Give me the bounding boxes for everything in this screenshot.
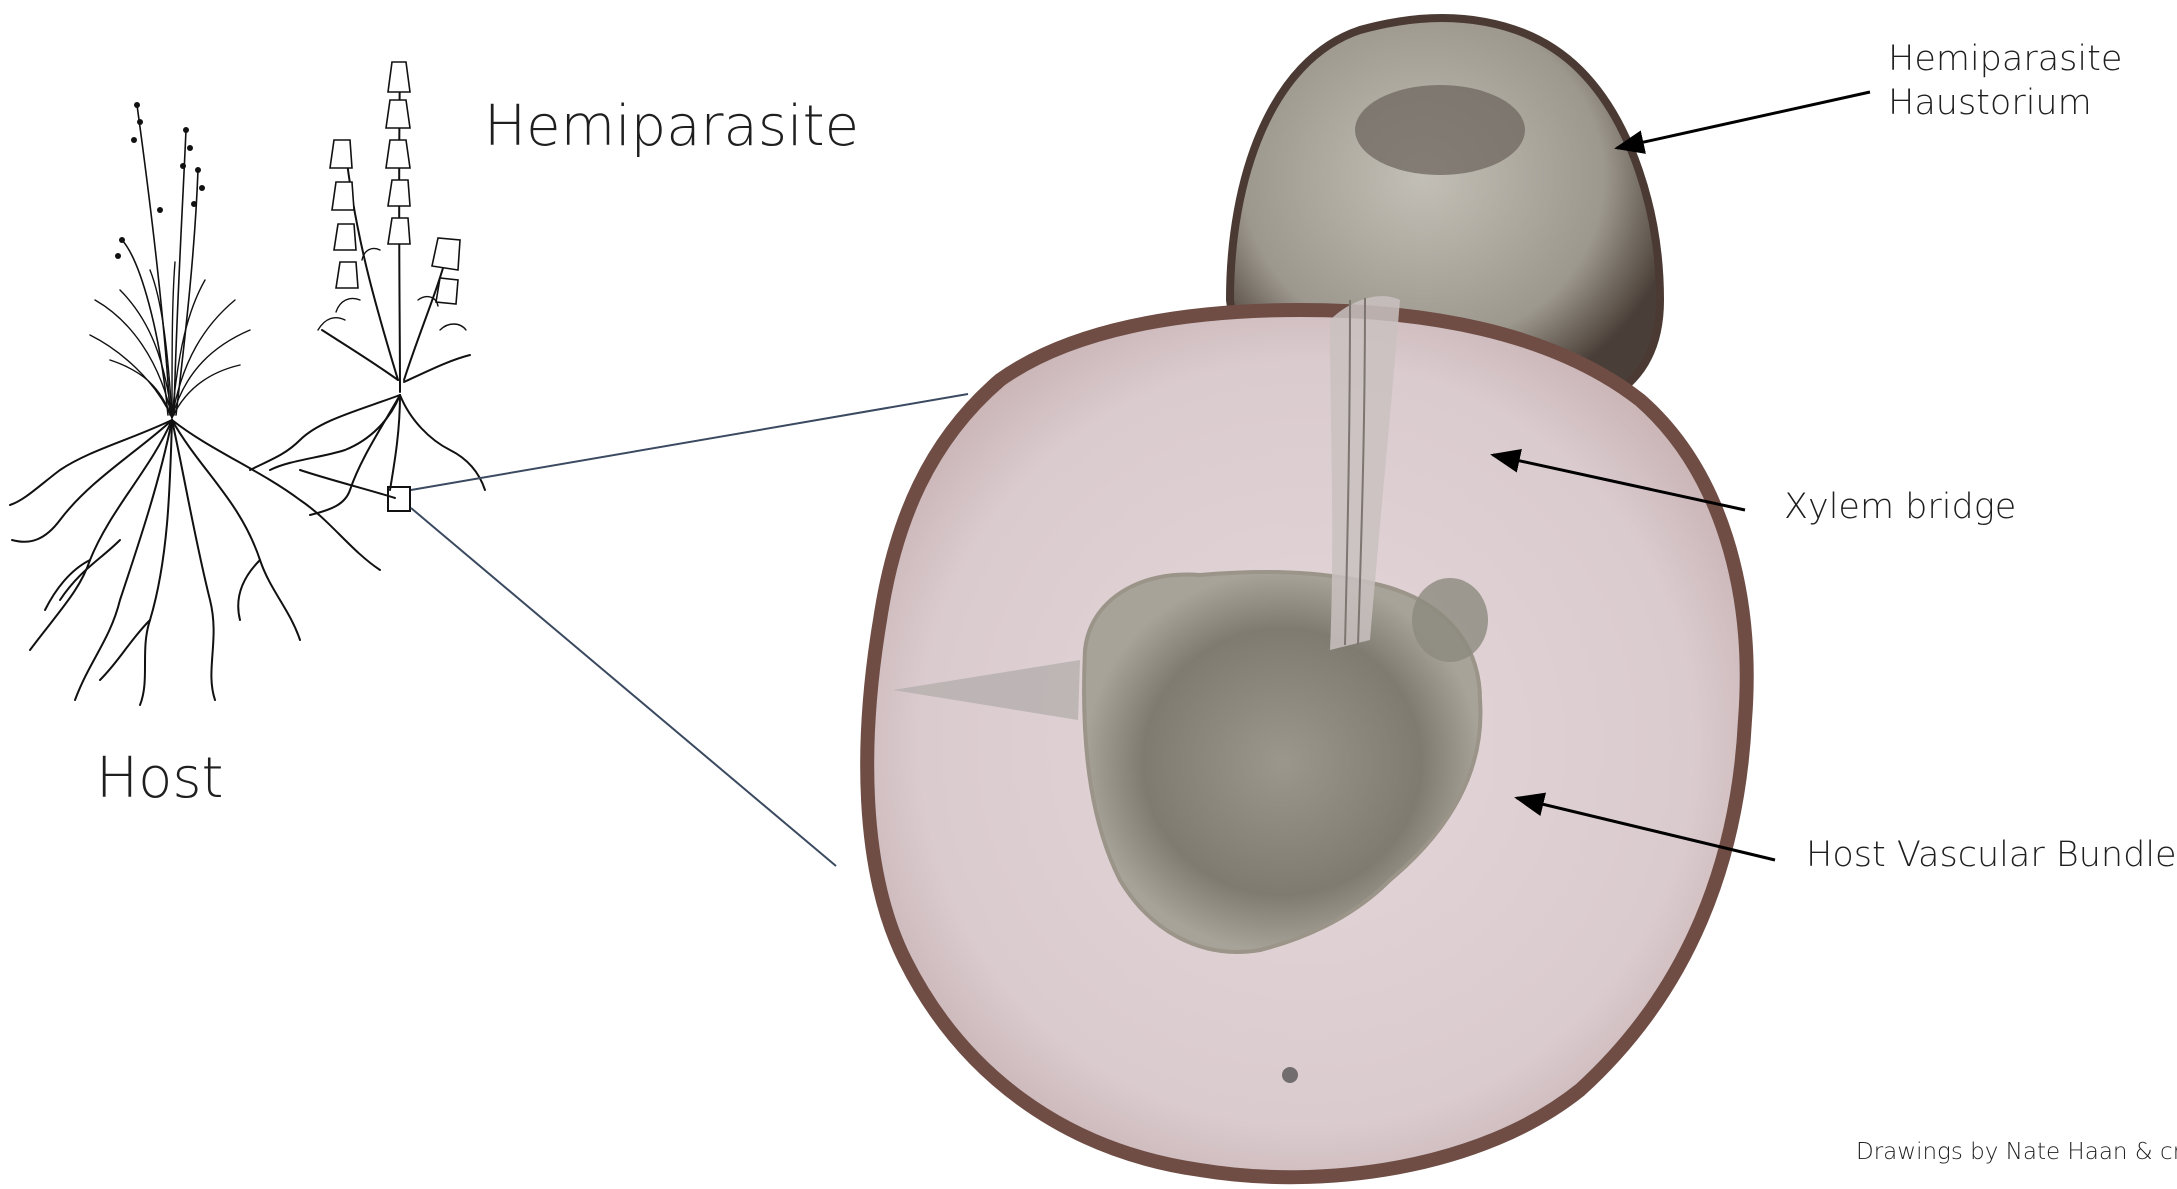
host-plant-drawing — [10, 102, 380, 705]
host-vascular-bundle-label: Host Vascular Bundle — [1806, 834, 2177, 878]
haustorium-arrow — [1617, 92, 1870, 148]
haustorium-label: Hemiparasite Haustorium — [1888, 38, 2122, 126]
haustorium-dark-core — [1355, 85, 1525, 175]
hemiparasite-roots — [250, 395, 485, 515]
hemiparasite-plant-drawing — [250, 62, 485, 515]
haustorium-label-line2: Haustorium — [1888, 82, 2122, 126]
zoom-box-icon — [388, 487, 410, 511]
host-seed-heads — [115, 102, 205, 259]
root-cross-section — [867, 18, 1746, 1177]
hemiparasite-title: Hemiparasite — [484, 92, 859, 162]
host-flower-stalks — [122, 105, 198, 415]
host-roots — [10, 420, 380, 705]
drawing-credit: Drawings by Nate Haan & cr — [1856, 1138, 2177, 1167]
host-leaves — [90, 262, 250, 418]
host-title: Host — [96, 744, 224, 814]
hemiparasite-flowers — [330, 62, 460, 304]
xylem-bridge-label: Xylem bridge — [1784, 486, 2016, 530]
haustorium-label-line1: Hemiparasite — [1888, 38, 2122, 82]
